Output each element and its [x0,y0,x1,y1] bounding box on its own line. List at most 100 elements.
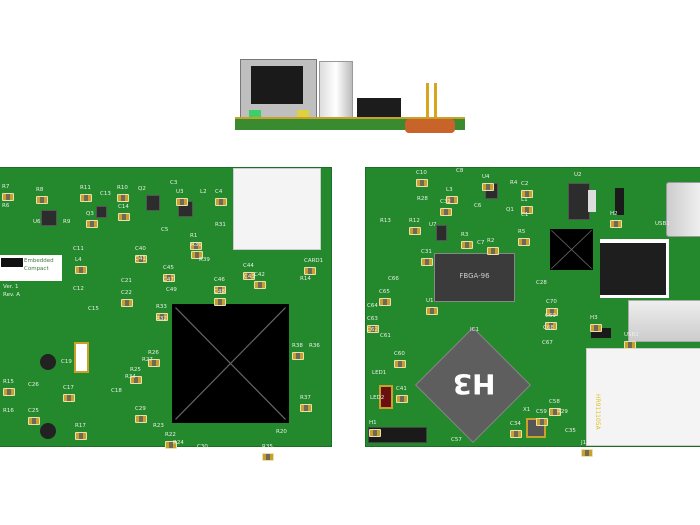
sata-connector [600,239,669,298]
component-label: R4 [510,180,518,186]
smd-component [426,307,438,315]
component-label: U7 [429,222,437,228]
component-label: H3 [590,315,598,321]
component-label: R24 [173,440,184,446]
component-label: C41 [396,386,407,392]
component-label: C19 [61,359,72,365]
component-label: USB1 [655,221,670,227]
rj45-opening [251,66,303,104]
component-label: R25 [130,367,141,373]
soc-label: H3 [452,367,496,401]
smd-component [254,281,266,289]
component-label: C1 [521,212,529,218]
component-label: C14 [118,204,129,210]
component-label: R31 [215,222,226,228]
smd-component [262,453,274,461]
sata-body [600,243,666,295]
component-label: C26 [28,382,39,388]
component-label: C30 [197,444,208,450]
component-label: C45 [163,265,174,271]
component-label: C62 [367,327,378,333]
logo-text: Embedded Compact [24,258,54,272]
rj45-connector[interactable]: HR911105A [586,348,700,446]
h2-header[interactable] [615,188,624,215]
smd-component [409,227,421,235]
component-label: R10 [117,185,128,191]
component-label: R7 [2,184,10,190]
u2-tab [588,190,596,212]
component-label: C43 [244,274,255,280]
smd-component [165,441,177,449]
usb-c-connector[interactable] [666,182,700,237]
smd-component [536,418,548,426]
usb-a-connector[interactable] [628,300,700,342]
smd-component [176,198,188,206]
component-label: C61 [380,333,391,339]
crystal-pin [434,83,437,119]
component-label: C66 [388,276,399,282]
component-label: C58 [549,399,560,405]
component-label: USB2 [624,332,639,338]
component-label: CARD1 [304,258,324,264]
h1-header[interactable] [368,427,427,443]
smd-component [163,274,175,282]
smd-component [292,352,304,360]
component-label: C31 [421,249,432,255]
smd-component [482,183,494,191]
component-label: C2 [521,181,529,187]
sd-card-slot[interactable] [233,168,321,250]
component-label: R37 [300,395,311,401]
green-led [249,110,261,118]
component-label: U3 [176,189,184,195]
component-label: C67 [542,340,553,346]
smd-component [135,255,147,263]
component-label: R12 [409,218,420,224]
smd-component [546,308,558,316]
component-label: R1 [190,233,198,239]
component-label: C3 [170,180,178,186]
component-label: Q2 [138,186,146,192]
component-label: C25 [28,408,39,414]
component-label: R3 [461,232,469,238]
c19-cap [74,342,89,373]
component-label: R32 [156,316,167,322]
smd-component [461,241,473,249]
component-label: C63 [367,316,378,322]
electrolytic-cap [40,423,56,439]
component-label: R23 [153,423,164,429]
smd-component [130,376,142,384]
component-label: R17 [75,423,86,429]
component-label: R22 [165,432,176,438]
smd-component [379,298,391,306]
smd-component [610,220,622,228]
smd-component [36,196,48,204]
soc-placeholder [172,304,289,423]
component-label: C34 [510,421,521,427]
component-label: U1 [426,298,434,304]
component-label: C12 [73,286,84,292]
component-label: U4 [482,174,490,180]
smd-component [304,267,316,275]
component-label: L1 [521,197,528,203]
component-label: C18 [111,388,122,394]
crystal-side [405,119,455,133]
h3-header[interactable] [591,328,611,338]
component-label: C49 [166,287,177,293]
ic-side [357,98,401,118]
component-label: L2 [200,189,207,195]
component-label: U6 [33,219,41,225]
component-label: L4 [75,257,82,263]
component-label: R8 [36,187,44,193]
smd-component [121,299,133,307]
component-label: C48 [214,289,225,295]
smd-component [63,394,75,402]
component-label: L3 [446,187,453,193]
smd-component [549,408,561,416]
q3-chip [96,206,107,218]
component-label: C59 [536,409,547,415]
side-view-assembly [235,55,467,137]
logo-mark [1,258,23,267]
component-label: C15 [88,306,99,312]
smd-component [416,179,428,187]
component-label: Q1 [506,207,514,213]
